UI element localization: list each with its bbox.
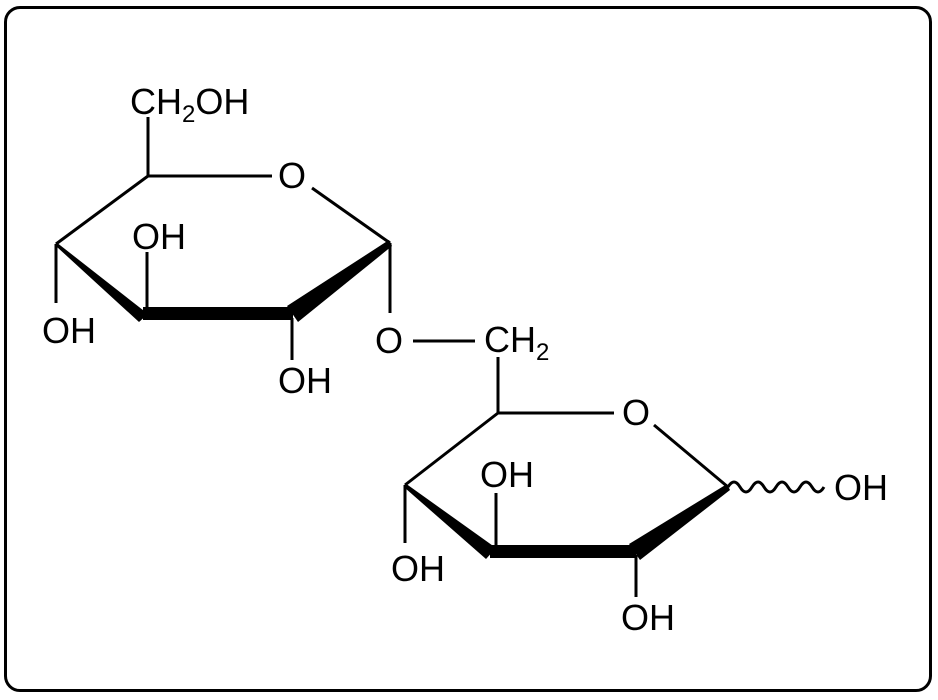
bold-c3prime-c2prime (490, 545, 636, 558)
bold-c3-c2 (143, 307, 293, 320)
c5-c4-bond (55, 174, 149, 246)
wedge-c2prime-c1prime (629, 484, 730, 560)
wedge-c4prime-c3prime (405, 483, 496, 559)
wedge-c4-c3 (56, 242, 148, 322)
glycosidic-oxygen-label: O (375, 320, 404, 361)
linkage-ch2-label: CH2 (484, 319, 550, 366)
ring1-c4-oh-label: OH (42, 310, 96, 351)
ring2-c4-oh-label: OH (391, 548, 445, 589)
o-c1-bond (311, 186, 391, 245)
wedge-c2-c1 (287, 240, 392, 322)
c5prime-c4prime-bond (404, 411, 499, 487)
ring2-c3-oh-label: OH (480, 454, 534, 495)
ring1-c2-oh-label: OH (278, 360, 332, 401)
ring1-oxygen-label: O (278, 155, 307, 196)
o-c1prime-bond (653, 423, 729, 489)
diagram-frame (4, 6, 932, 692)
wavy-anomeric-bond (726, 480, 826, 494)
anomeric-oh-label: OH (834, 467, 888, 508)
ring1-c3-oh-label: OH (132, 216, 186, 257)
ring2-c2-oh-label: OH (621, 597, 675, 638)
ring2-oxygen-label: O (622, 392, 651, 433)
ch2oh-label: CH2OH (130, 81, 250, 128)
